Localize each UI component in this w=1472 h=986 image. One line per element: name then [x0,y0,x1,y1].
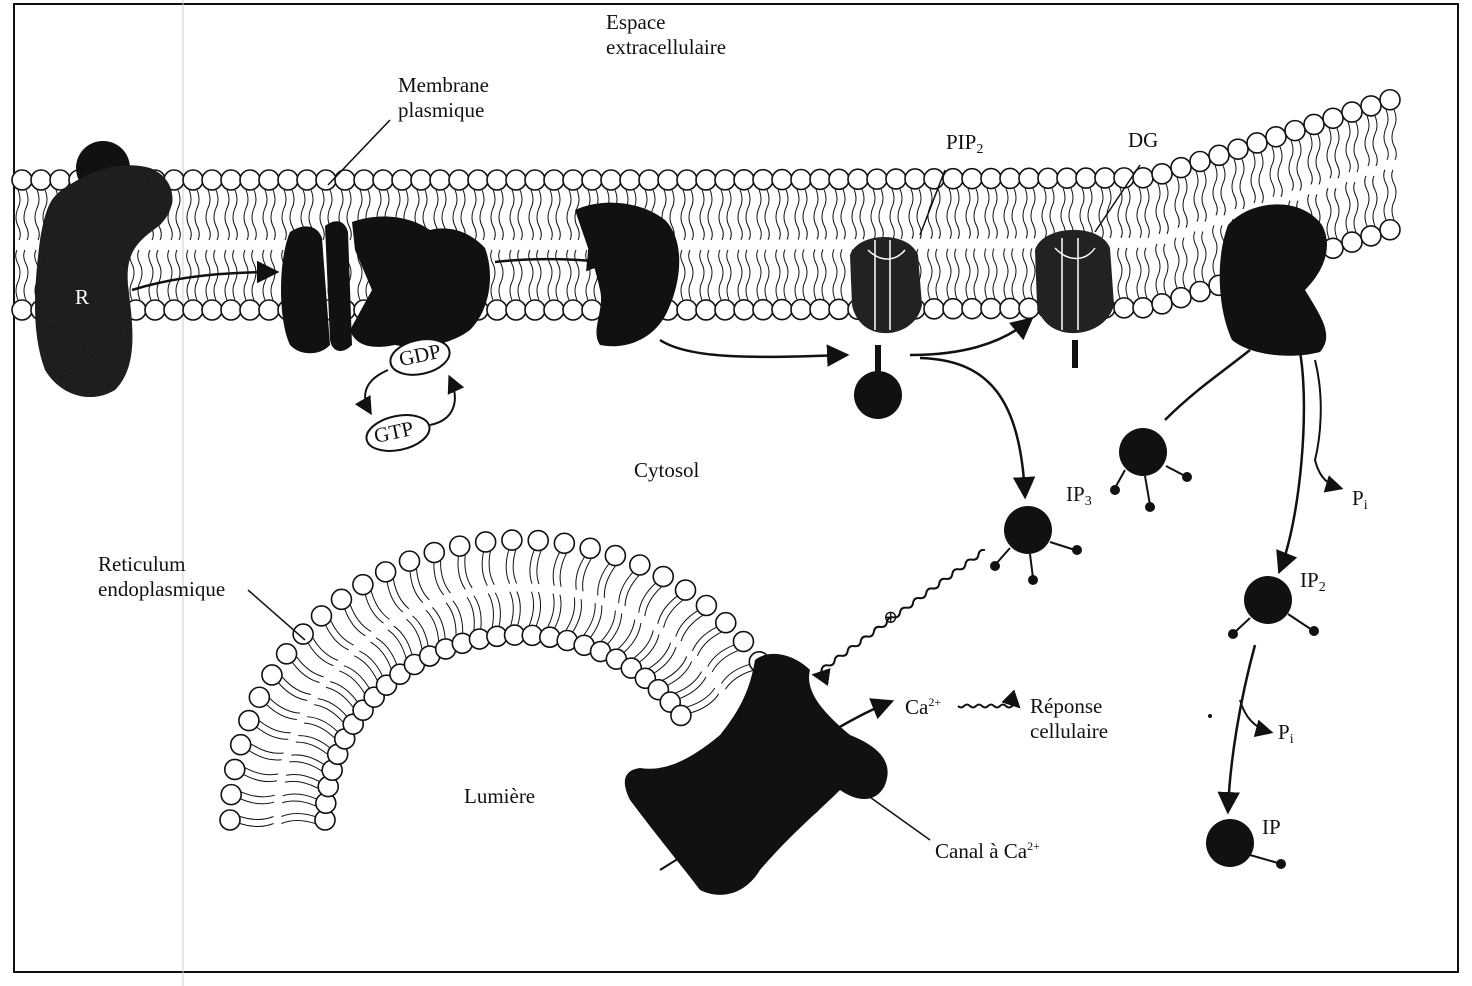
label-ip2: IP2 [1300,568,1326,600]
pip-text: PIP [946,130,976,154]
speck [1208,714,1212,718]
ip3-sub: 3 [1085,494,1092,509]
leader-canal [860,790,930,840]
arrow-gtp-to-gdp [430,378,455,425]
ip2-sub: 2 [1319,580,1326,595]
ip3-free-molecule [1110,428,1192,512]
pi1-sub: i [1364,498,1368,513]
label-membrane: Membrane [398,73,489,98]
ca-text: Ca [905,695,928,719]
label-cytosol: Cytosol [634,458,699,483]
line-enzyme-to-ip3 [1165,350,1250,420]
plasma-membrane [12,90,1400,320]
arrow-gdp-to-gtp [365,370,388,412]
arrow-ip2-to-ip [1228,645,1255,810]
arrow-r-to-g [132,272,275,290]
label-endoplasmique: endoplasmique [98,577,225,602]
label-reponse: Réponse [1030,694,1102,719]
dg-molecule [1035,230,1114,368]
label-espace: Espace [606,10,665,35]
ip2-text: IP [1300,568,1319,592]
arrow-effector-to-pip2 [660,340,845,357]
arrow-pip2-to-ip3 [920,358,1025,495]
label-ip3: IP3 [1066,482,1092,514]
arrow-ca-release [838,702,890,728]
arrow-pi-1 [1315,360,1340,488]
label-dg: DG [1128,128,1158,153]
label-pip2: PIP2 [946,130,983,162]
ca-sup: 2+ [928,695,941,709]
pip-sub: 2 [976,142,983,157]
phosphatase-enzyme [1220,204,1327,355]
arrow-enzyme-to-ip2 [1280,352,1304,570]
pi1-text: P [1352,486,1364,510]
label-plasmique: plasmique [398,98,484,123]
ip3-molecule [990,506,1082,585]
label-r: R [75,285,89,310]
ip3-text: IP [1066,482,1085,506]
pi2-text: P [1278,720,1290,744]
label-lumiere: Lumière [464,784,535,809]
label-ca: Ca2+ [905,690,941,720]
label-pi-1: Pi [1352,486,1368,518]
label-cellulaire: cellulaire [1030,719,1108,744]
g-protein [281,216,490,353]
arrow-pi-2 [1240,700,1270,732]
canal-text: Canal à Ca [935,839,1027,863]
arrow-g-to-effector [495,259,605,262]
effector-protein [575,203,679,347]
arrow-pip2-to-dg [910,320,1030,355]
pi2-sub: i [1290,732,1294,747]
label-canal: Canal à Ca2+ [935,834,1040,864]
activation-wave [815,550,985,675]
label-extracellulaire: extracellulaire [606,35,726,60]
leader-reticulum [248,590,305,640]
canal-sup: 2+ [1027,839,1040,853]
label-pi-2: Pi [1278,720,1294,752]
label-plus: ⊕ [883,605,898,630]
label-ip: IP [1262,815,1281,840]
response-wave [958,705,1018,708]
pip2-molecule [850,237,922,419]
label-reticulum: Reticulum [98,552,186,577]
